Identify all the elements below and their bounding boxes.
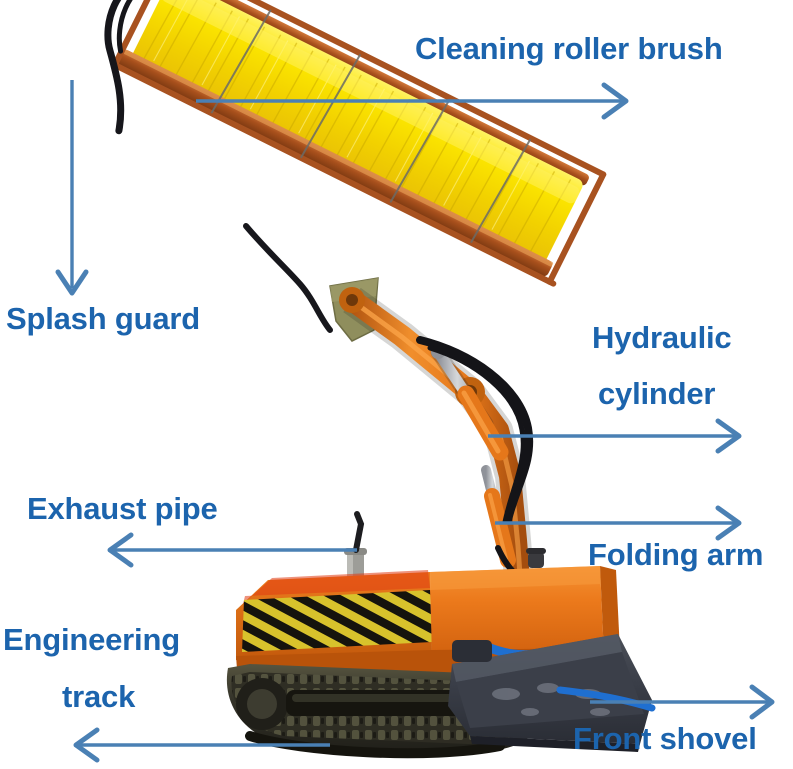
- label-hydraulic-cylinder-line2: cylinder: [598, 376, 716, 411]
- cleaning-roller-brush-assembly: [104, 0, 607, 287]
- label-hydraulic-cylinder-line1: Hydraulic: [592, 320, 732, 355]
- label-engineering-track-line1: Engineering: [3, 622, 180, 657]
- label-exhaust-pipe: Exhaust pipe: [27, 491, 218, 526]
- label-folding-arm: Folding arm: [588, 537, 764, 572]
- label-splash-guard: Splash guard: [6, 301, 200, 336]
- label-engineering-track-line2: track: [62, 679, 136, 714]
- arrow-front-shovel: [590, 684, 775, 720]
- arrow-exhaust-pipe: [107, 532, 357, 568]
- front-shovel-part: [448, 634, 656, 752]
- arrow-folding-arm: [495, 505, 742, 541]
- label-cleaning-roller-brush: Cleaning roller brush: [415, 31, 723, 66]
- arrow-cleaning-roller-brush: [196, 82, 629, 120]
- arrow-hydraulic-cylinder: [488, 418, 742, 454]
- arrow-engineering-track: [73, 727, 330, 763]
- label-front-shovel: Front shovel: [573, 721, 757, 756]
- hydraulic-cylinder-part: [430, 344, 516, 568]
- arrow-splash-guard: [55, 80, 89, 296]
